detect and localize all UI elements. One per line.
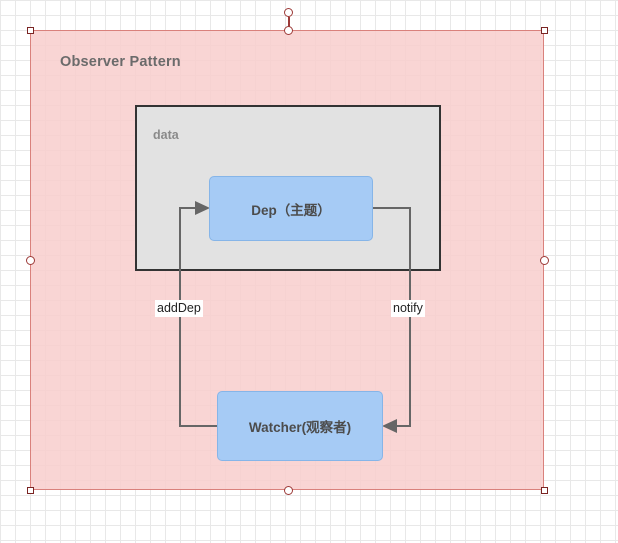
resize-handle-middle-left[interactable] (26, 256, 35, 265)
resize-handle-top-right[interactable] (541, 27, 548, 34)
container-observer-pattern-label: Observer Pattern (60, 54, 181, 70)
resize-handle-top-center[interactable] (284, 26, 293, 35)
resize-handle-bottom-right[interactable] (541, 487, 548, 494)
container-data-label: data (153, 128, 179, 142)
node-dep[interactable]: Dep（主题） (209, 176, 373, 241)
resize-handle-bottom-left[interactable] (27, 487, 34, 494)
resize-handle-middle-right[interactable] (540, 256, 549, 265)
node-watcher[interactable]: Watcher(观察者) (217, 391, 383, 461)
resize-handle-bottom-center[interactable] (284, 486, 293, 495)
edge-label-notify[interactable]: notify (391, 300, 425, 317)
rotate-handle-stem (288, 17, 290, 31)
rotate-handle[interactable] (284, 8, 293, 17)
resize-handle-top-left[interactable] (27, 27, 34, 34)
edge-label-adddep[interactable]: addDep (155, 300, 203, 317)
